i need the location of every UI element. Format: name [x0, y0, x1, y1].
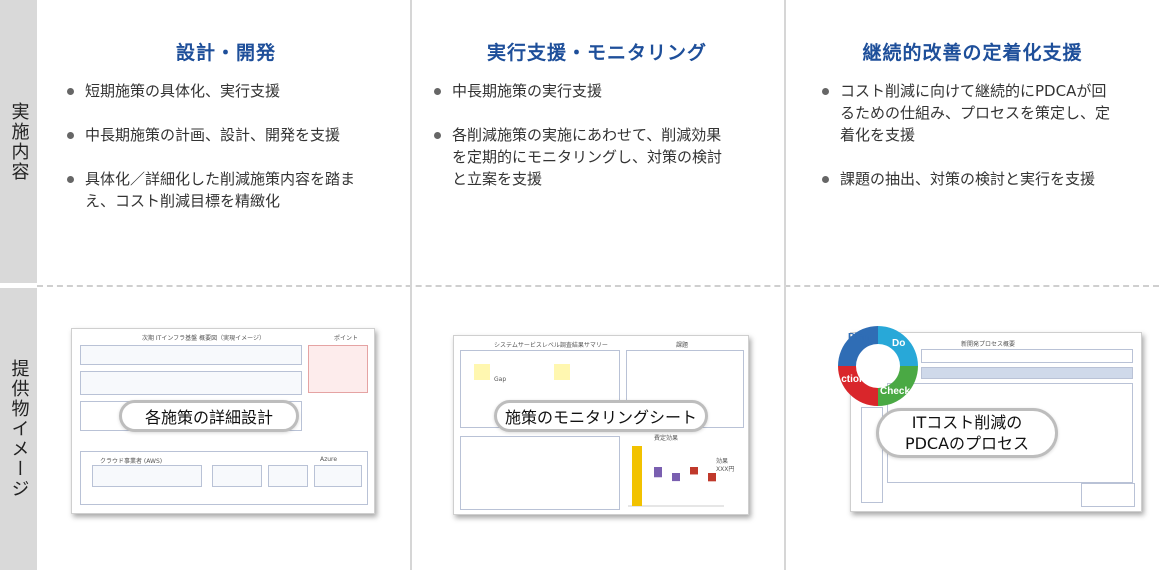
column-divider-2	[784, 0, 786, 570]
row-label-deliverables: 提供物イメージ	[0, 288, 37, 570]
thumb-network-row	[80, 371, 302, 395]
pdca-label-line: PDCAのプロセス	[904, 434, 1030, 453]
bullet-list: 短期施策の具体化、実行支援 中長期施策の計画、設計、開発を支援 具体化／詳細化し…	[65, 80, 407, 212]
thumb-site-row	[80, 345, 302, 365]
bullet-item: 中長期施策の計画、設計、開発を支援	[65, 124, 407, 146]
thumb-chart-bar	[708, 473, 716, 482]
bullet-list: コスト削減に向けて継続的にPDCAが回るための仕組み、プロセスを策定し、定着化を…	[820, 80, 1159, 190]
thumb-amount-label: XXX円	[716, 466, 735, 473]
row-label-implementation: 実施内容	[0, 0, 37, 283]
thumb-chart-bar	[690, 467, 698, 475]
pdca-check-segment	[878, 366, 918, 406]
column-title: 設計・開発	[175, 42, 276, 64]
thumb-issue-label: 課題	[676, 342, 689, 349]
thumb-title: 新開発プロセス概要	[961, 341, 1016, 348]
pdca-label-line: ITコスト削減の	[911, 413, 1023, 432]
row-label-implementation-text: 実施内容	[8, 101, 30, 182]
thumb-cost-label: 費定効果	[654, 435, 679, 442]
thumb-title: 次期 ITインフラ基盤 概要図（実現イメージ）	[142, 335, 265, 342]
bullet-item: 短期施策の具体化、実行支援	[65, 80, 407, 102]
bullet-item: 具体化／詳細化した削減施策内容を踏まえ、コスト削減目標を精緻化	[65, 168, 365, 212]
thumb-effect-label: 効果	[716, 458, 729, 465]
column-divider-1	[410, 0, 412, 570]
thumb-matrix-highlight	[474, 364, 490, 380]
pdca-action-segment	[838, 366, 878, 406]
thumb-legend	[1081, 483, 1135, 507]
thumb-chart-bar	[672, 473, 680, 482]
thumb-azure-label: Azure	[320, 456, 338, 463]
thumb-chart-bar	[632, 446, 642, 506]
pdca-action-label: Action	[834, 374, 865, 385]
thumb-title: システムサービスレベル調査結果サマリー	[494, 342, 608, 349]
pdca-do-label: Do	[892, 338, 905, 349]
row-label-deliverables-text: 提供物イメージ	[8, 359, 30, 499]
bullet-list: 中長期施策の実行支援 各削減施策の実施にあわせて、削減効果を定期的にモニタリング…	[432, 80, 782, 190]
pdca-plan-label: Plan	[848, 332, 869, 343]
column-execution-monitoring: 実行支援・モニタリング 中長期施策の実行支援 各削減施策の実施にあわせて、削減効…	[412, 0, 782, 283]
thumb-gap-label: Gap	[494, 376, 507, 383]
column-title: 実行支援・モニタリング	[486, 42, 707, 64]
pdca-plan-segment	[838, 326, 878, 366]
thumb-process-header	[921, 349, 1133, 363]
thumb-system-box	[212, 465, 262, 487]
thumb-point-label: ポイント	[334, 335, 359, 342]
image-label-pdca-process: ITコスト削減の PDCAのプロセス	[876, 408, 1058, 458]
bullet-item: コスト削減に向けて継続的にPDCAが回るための仕組み、プロセスを策定し、定着化を…	[820, 80, 1120, 146]
thumb-notes-box	[460, 436, 620, 510]
column-title: 継続的改善の定着化支援	[862, 42, 1083, 64]
thumb-cloud-label: クラウド事業者 (AWS)	[100, 458, 163, 465]
column-design-development: 設計・開発 短期施策の具体化、実行支援 中長期施策の計画、設計、開発を支援 具体…	[45, 0, 407, 283]
image-label-detailed-design: 各施策の詳細設計	[119, 400, 299, 432]
thumb-chart-bar	[654, 467, 662, 478]
pdca-cycle-graphic: Plan Do Check Action	[834, 326, 918, 406]
column-continuous-improvement: 継続的改善の定着化支援 コスト削減に向けて継続的にPDCAが回るための仕組み、プ…	[786, 0, 1159, 283]
bullet-item: 課題の抽出、対策の検討と実行を支援	[820, 168, 1159, 190]
thumb-bar-group	[628, 446, 724, 507]
thumb-system-box	[92, 465, 202, 487]
thumb-point-box	[308, 345, 368, 393]
row-divider	[37, 285, 1159, 287]
bullet-item: 中長期施策の実行支援	[432, 80, 782, 102]
pdca-do-segment	[878, 326, 918, 366]
bullet-item: 各削減施策の実施にあわせて、削減効果を定期的にモニタリングし、対策の検討と立案を…	[432, 124, 732, 190]
thumb-process-phase-bar	[921, 367, 1133, 379]
thumb-cost-chart	[628, 446, 724, 507]
pdca-check-label: Check	[880, 386, 910, 397]
thumb-system-box	[268, 465, 308, 487]
thumb-matrix-highlight	[554, 364, 570, 380]
thumb-system-box	[314, 465, 362, 487]
image-label-monitoring-sheet: 施策のモニタリングシート	[494, 400, 708, 432]
